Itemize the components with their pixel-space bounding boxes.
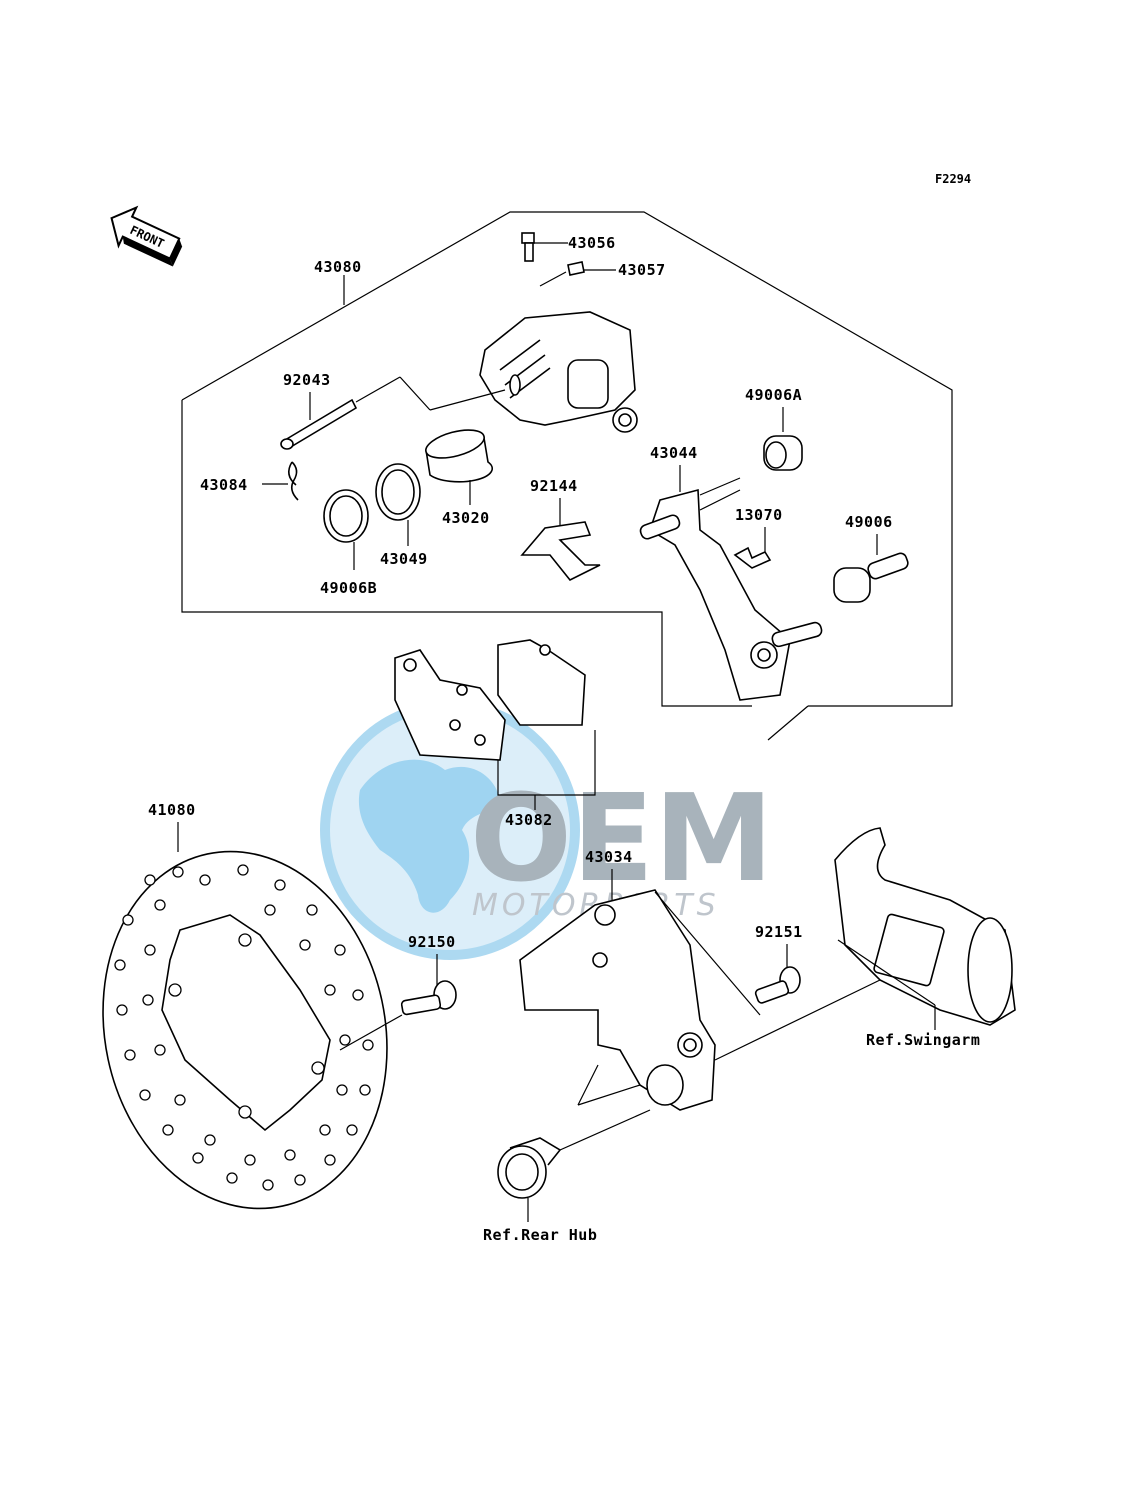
- caliper-mount-bracket: [519, 889, 761, 1111]
- pad-spring: [520, 521, 601, 582]
- caliper-bracket: [639, 477, 823, 701]
- label-43049: 43049: [380, 550, 428, 568]
- caliper-body: [479, 311, 638, 433]
- label-43084: 43084: [200, 476, 248, 494]
- pin-boot: [833, 552, 909, 603]
- bracket-bolt: [754, 966, 801, 1004]
- diagram-code: F2294: [935, 172, 971, 186]
- label-43020: 43020: [442, 509, 490, 527]
- r-clip: [288, 461, 299, 501]
- bracket-43082: [497, 730, 596, 796]
- disc-bolt: [339, 980, 457, 1051]
- watermark-globe-land: [358, 759, 500, 913]
- frame-leader: [767, 705, 809, 741]
- swingarm: [714, 827, 1016, 1061]
- piston-seal: [375, 463, 421, 521]
- label-43057: 43057: [618, 261, 666, 279]
- ref-rear-hub: Ref.Rear Hub: [483, 1226, 597, 1244]
- label-92151: 92151: [755, 923, 803, 941]
- brake-disc: [102, 850, 388, 1210]
- label-92144: 92144: [530, 477, 578, 495]
- label-13070: 13070: [735, 506, 783, 524]
- clip: [733, 546, 772, 569]
- brake-pad-inner: [497, 639, 586, 726]
- brake-pad-outer: [394, 649, 506, 761]
- hub-collar: [497, 1109, 651, 1199]
- dust-seal: [323, 489, 369, 543]
- label-43034: 43034: [585, 848, 633, 866]
- caliper-assembly-frame: [181, 400, 752, 707]
- bleed-valve: [521, 232, 568, 262]
- watermark-brand: OEM: [470, 770, 773, 909]
- label-41080: 41080: [148, 801, 196, 819]
- ref-swingarm: Ref.Swingarm: [866, 1031, 980, 1049]
- pin: [280, 376, 506, 450]
- label-43044: 43044: [650, 444, 698, 462]
- front-arrow-icon: FRONT: [110, 205, 183, 267]
- label-43056: 43056: [568, 234, 616, 252]
- label-43082: 43082: [505, 811, 553, 829]
- disc-holes: [114, 864, 374, 1191]
- label-49006A: 49006A: [745, 386, 802, 404]
- piston: [425, 429, 493, 483]
- label-92043: 92043: [283, 371, 331, 389]
- watermark: OEM MOTORPARTS: [320, 700, 773, 960]
- label-49006B: 49006B: [320, 579, 377, 597]
- label-92150: 92150: [408, 933, 456, 951]
- label-49006: 49006: [845, 513, 893, 531]
- pin-boot-a: [763, 435, 803, 471]
- bleed-cap: [539, 261, 616, 287]
- label-43080: 43080: [314, 258, 362, 276]
- caliper-assembly-frame-top: [181, 211, 953, 707]
